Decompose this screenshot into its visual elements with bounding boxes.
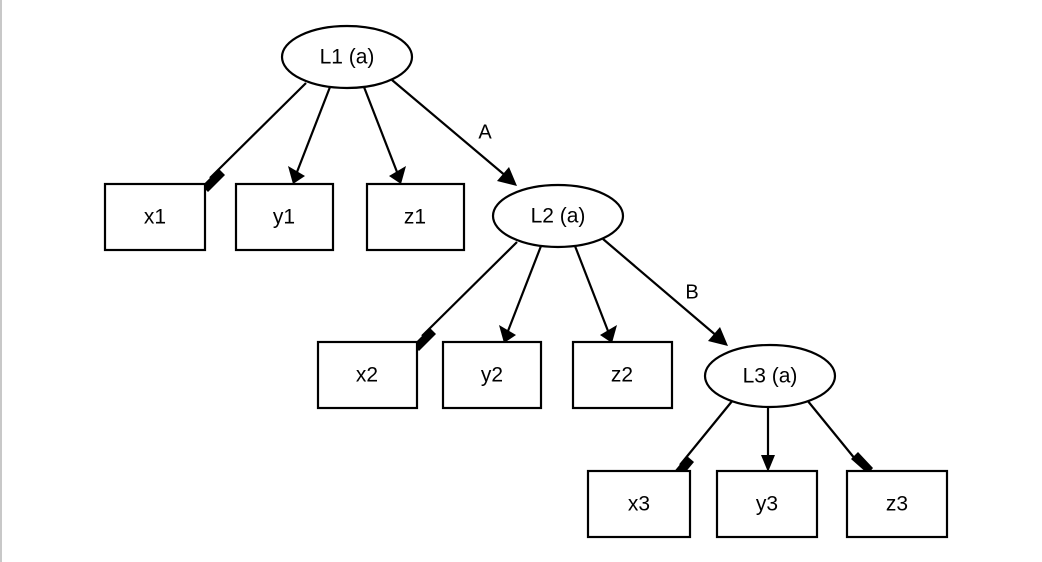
node-box[interactable] [316,340,419,410]
node-box[interactable] [441,340,543,410]
edge-line [391,79,508,178]
node-x1[interactable]: x1 [103,182,207,252]
node-ellipse[interactable] [703,343,837,409]
node-label: x3 [628,493,650,516]
node-z1[interactable]: z1 [365,182,466,252]
edge-line [602,238,719,338]
node-y1[interactable]: y1 [234,182,335,252]
arrow-head [497,167,517,186]
edge-line [209,82,307,179]
node-label: L1 (a) [320,46,375,69]
node-label: z2 [611,364,633,387]
node-box[interactable] [715,469,819,539]
arrow-head [413,328,436,351]
edge-l3-to-z3 [806,399,873,474]
node-x3[interactable]: x3 [586,469,692,539]
arrow-head [851,452,873,474]
node-box[interactable] [586,469,692,539]
node-label: y2 [481,364,503,387]
node-label: y1 [273,206,295,229]
node-y2[interactable]: y2 [441,340,543,410]
node-x2[interactable]: x2 [316,340,419,410]
edge-l3-to-y3 [761,407,775,472]
edge-label-a: A [478,121,492,143]
arrow-head [389,166,406,184]
edge-l2-to-x2 [413,241,518,351]
node-l3[interactable]: L3 (a) [703,343,837,409]
observed-nodes: x1 y1 z1 x2 y2 z2 [103,182,949,539]
arrow-head [288,166,305,184]
edge-line [506,245,543,332]
node-label: x1 [144,206,166,229]
node-z2[interactable]: z2 [571,340,674,410]
edge-line [573,245,610,332]
node-label: z1 [404,206,426,229]
node-z3[interactable]: z3 [845,469,949,539]
edge-group-l3 [672,399,873,480]
edge-l2-to-y2 [499,245,543,343]
node-l2[interactable]: L2 (a) [491,183,625,249]
arrow-head [499,325,516,343]
edge-line [679,399,734,466]
edge-l1-to-x1 [201,82,307,192]
arrow-head [600,325,617,343]
latent-nodes: L1 (a) L2 (a) L3 (a) [280,24,837,409]
node-ellipse[interactable] [491,183,625,249]
edge-l1-to-z1 [362,86,406,184]
node-label: z3 [886,493,908,516]
arrow-head [708,327,728,346]
edge-l2-to-l3: B [602,238,728,346]
node-label: y3 [756,493,778,516]
edge-line [362,86,399,173]
node-box[interactable] [365,182,466,252]
node-l1[interactable]: L1 (a) [280,24,414,90]
edge-l2-to-z2 [573,245,617,343]
node-y3[interactable]: y3 [715,469,819,539]
node-box[interactable] [845,469,949,539]
edge-l1-to-y1 [288,86,332,184]
edge-l1-to-l2: A [391,79,517,186]
edge-label-b: B [685,281,698,303]
edge-line [295,86,332,173]
arrow-head [761,455,775,472]
node-box[interactable] [103,182,207,252]
edge-group-l1: A [201,79,517,192]
edge-group-l2: B [413,238,728,351]
node-label: x2 [356,364,378,387]
edge-l3-to-x3 [672,399,734,480]
node-box[interactable] [571,340,674,410]
node-ellipse[interactable] [280,24,414,90]
node-box[interactable] [234,182,335,252]
arrow-head [202,169,225,192]
edge-line [806,399,861,466]
node-label: L3 (a) [743,365,798,388]
edge-line [421,241,518,337]
node-label: L2 (a) [531,205,586,228]
